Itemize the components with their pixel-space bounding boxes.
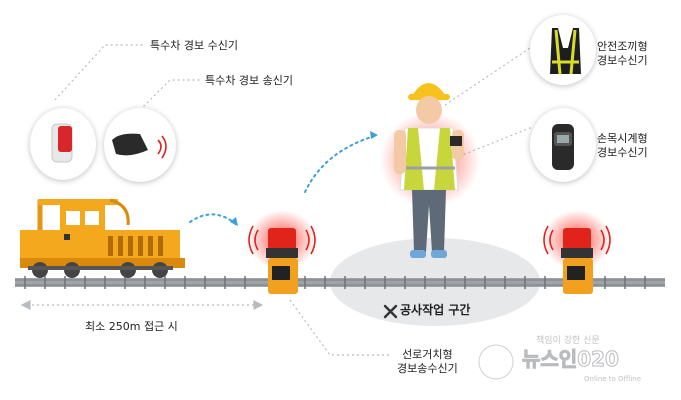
watermark-logo-icon [477,343,515,381]
special-vehicle-transmitter-label: 특수차 경보 송신기 [205,74,293,87]
watermark-brand: 뉴스인020 [522,347,620,371]
news-watermark: 책임이 강한 신문 뉴스인020 Online to Offline [476,334,666,386]
vest-receiver-label: 안전조끼형 경보수신기 [597,40,648,67]
watermark-tagline-bottom: Online to Offline [584,375,642,383]
special-vehicle-receiver-label: 특수차 경보 수신기 [150,39,238,52]
watch-receiver-label: 손목시계형 경보수신기 [597,132,648,159]
approach-distance-label: 최소 250m 접근 시 [85,320,178,333]
trackside-device-label: 선로거치형 경보송수신기 [397,348,458,375]
watermark-tagline-top: 책임이 강한 신문 [536,336,600,346]
work-zone-label: 공사작업 구간 [400,303,471,317]
